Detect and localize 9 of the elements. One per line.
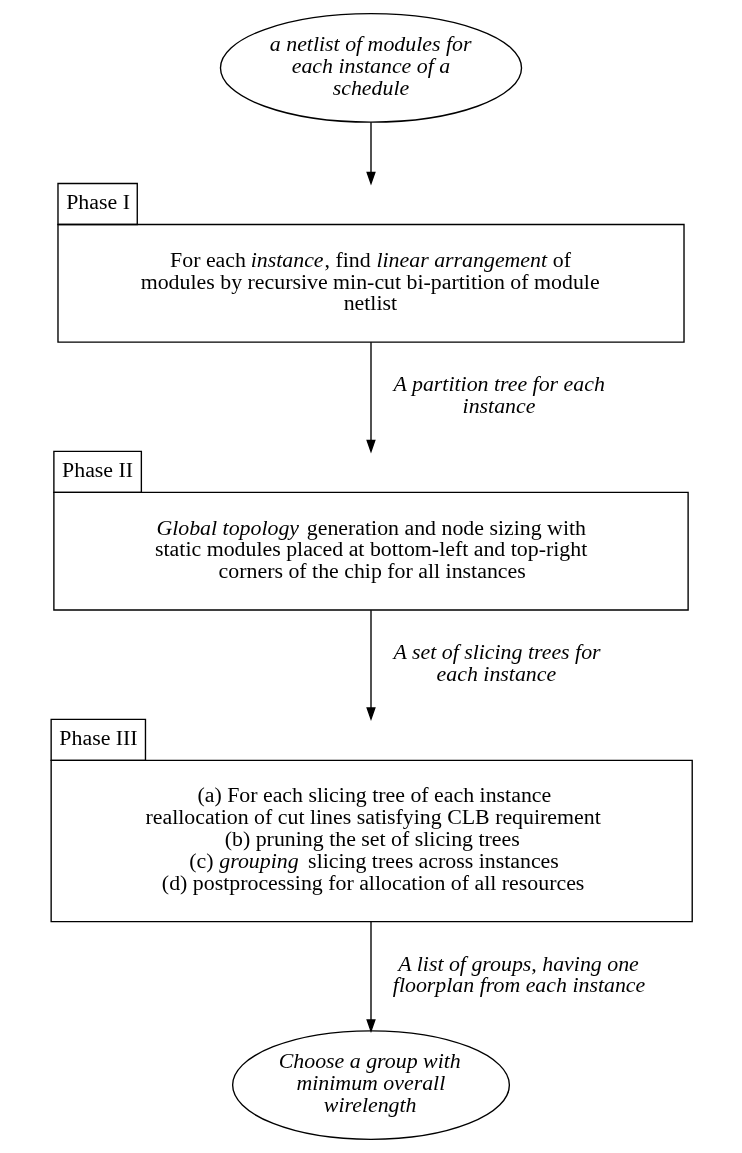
edge-label: A set of slicing trees for each instance [393, 639, 601, 686]
node-ellipse: a netlist of modules for each instance of a schedule [219, 12, 523, 123]
arrow [366, 341, 376, 454]
arrow [366, 609, 376, 721]
edge-label: A list of groups, having one floorplan from each instance [392, 951, 646, 998]
edge-label: A partition tree for each instance [393, 372, 605, 418]
node-ellipse: Choose a group with minimum overall wirelength [231, 1030, 511, 1141]
arrow [366, 121, 376, 186]
arrow [366, 921, 376, 1034]
